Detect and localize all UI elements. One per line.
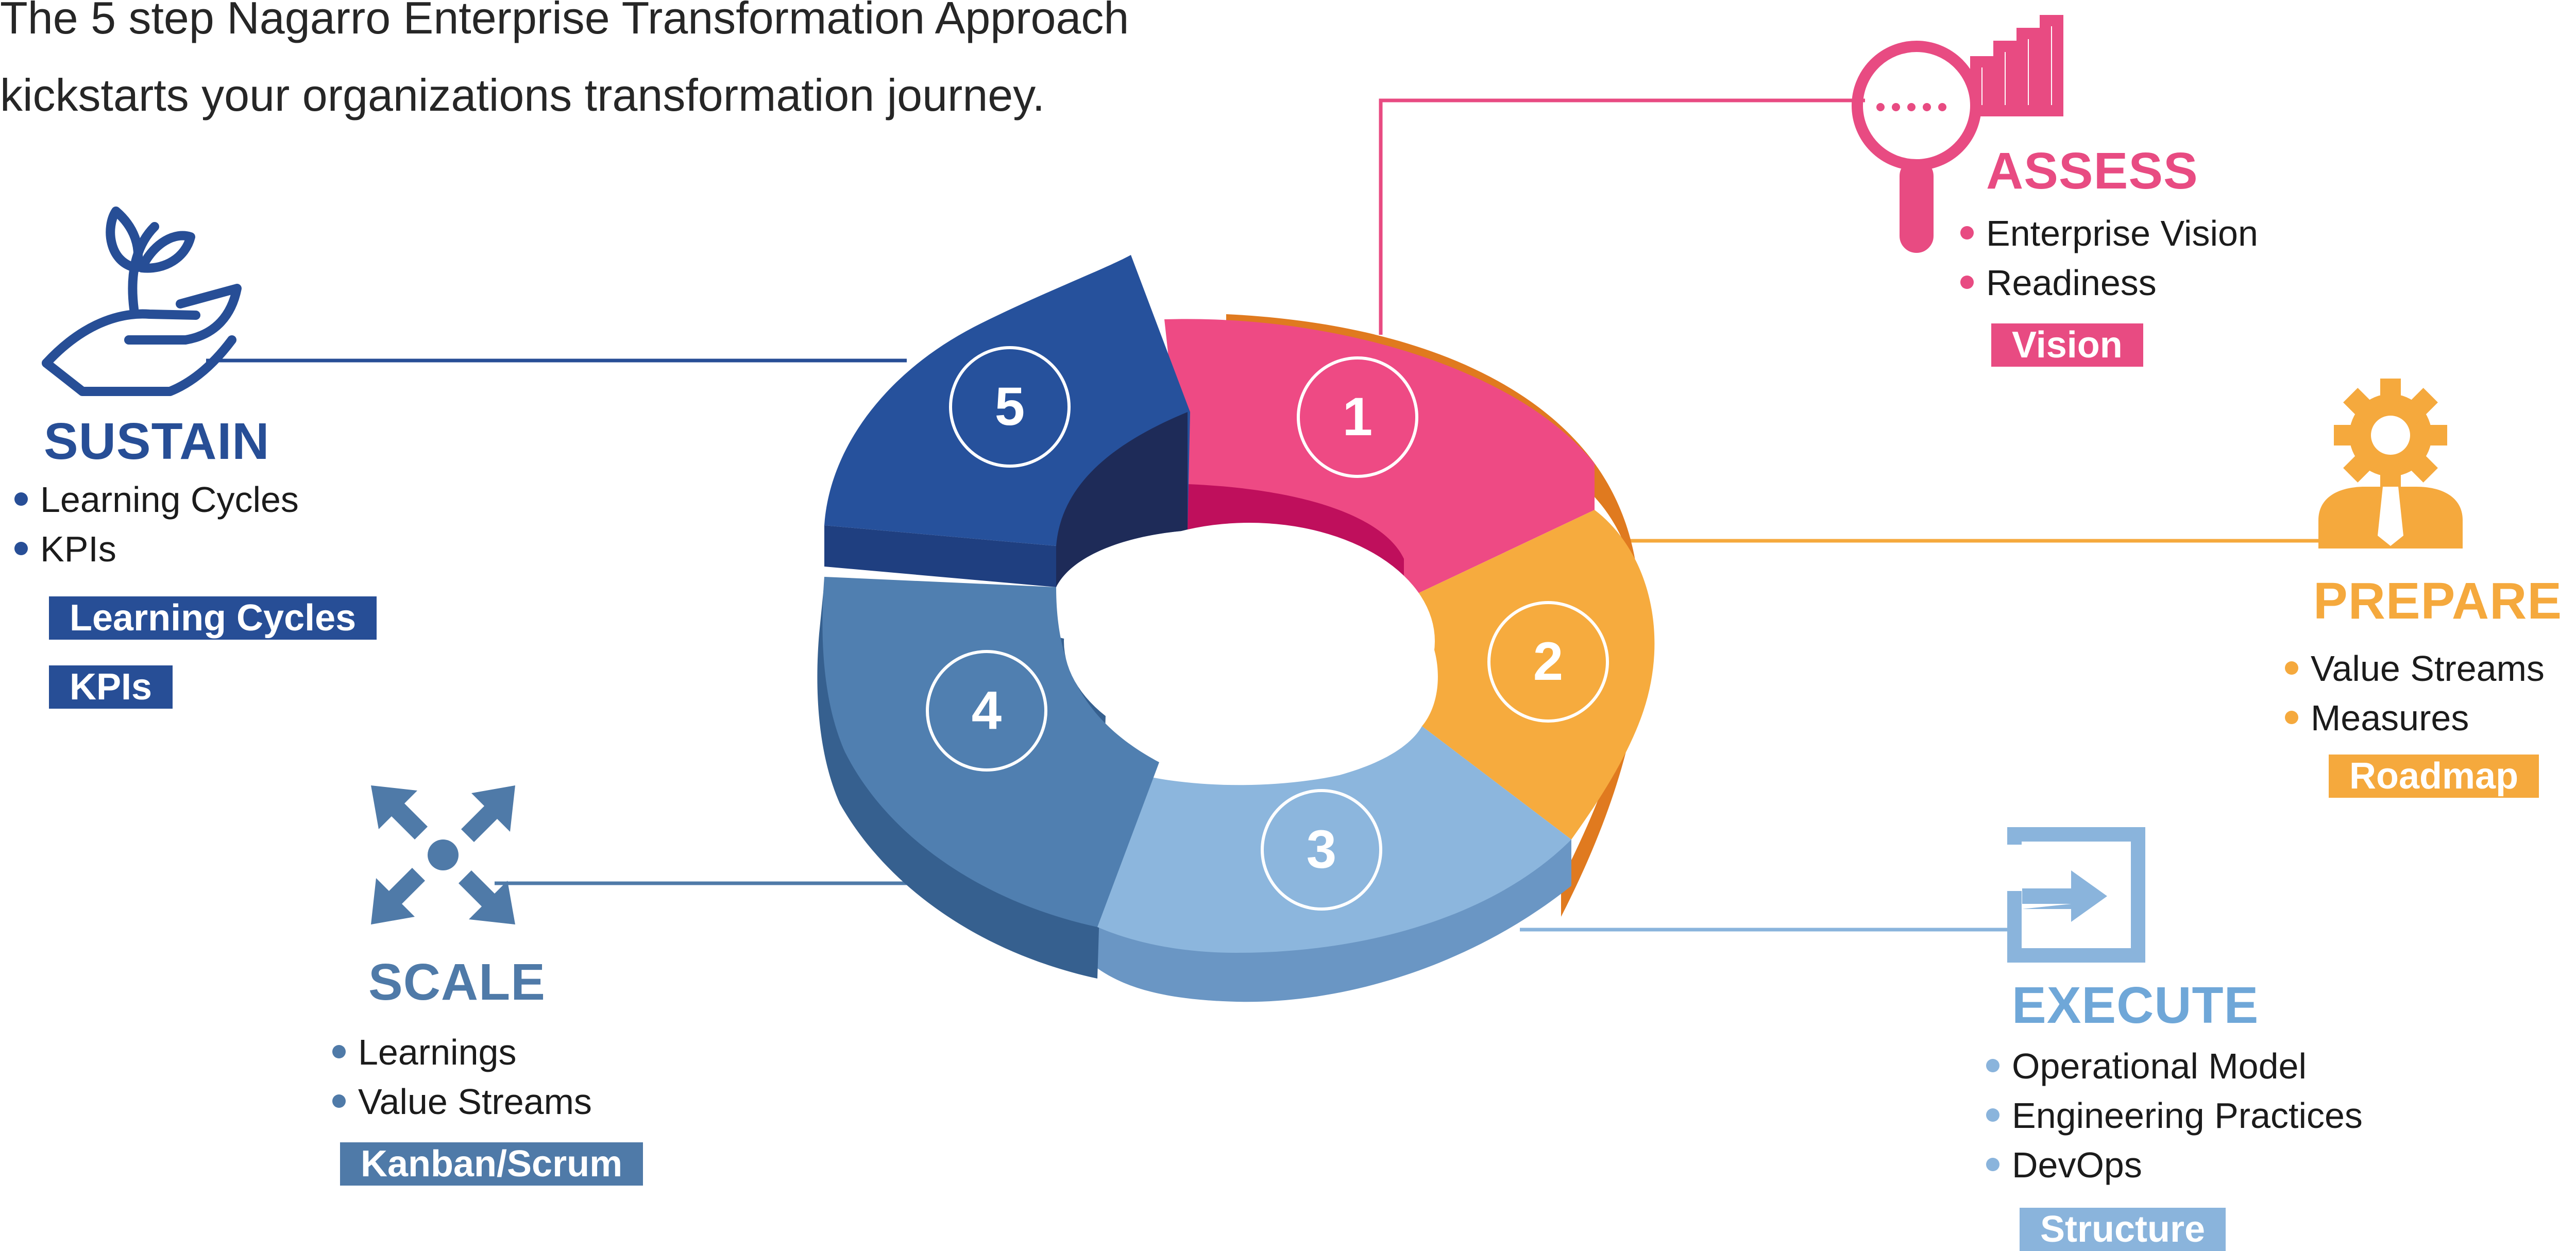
sustain-bullets: Learning Cycles KPIs bbox=[14, 475, 299, 574]
prepare-bullet: Value Streams bbox=[2285, 644, 2545, 693]
ring-number-circles bbox=[926, 346, 1609, 911]
prepare-bullet: Measures bbox=[2285, 693, 2545, 743]
assess-title: ASSESS bbox=[1986, 142, 2198, 200]
intro-line-2: kickstarts your organizations transforma… bbox=[0, 70, 1045, 121]
magnifier-dots bbox=[1876, 103, 1946, 111]
scale-bullet: Value Streams bbox=[332, 1077, 592, 1126]
scale-tag-kanban: Kanban/Scrum bbox=[340, 1142, 643, 1186]
assess-block: ASSESS bbox=[1986, 142, 2198, 201]
ring-number-5: 5 bbox=[994, 376, 1025, 437]
ring-center-hole bbox=[1064, 523, 1435, 760]
execute-bullet: DevOps bbox=[1986, 1140, 2363, 1190]
person-tie bbox=[2378, 487, 2403, 546]
ring-number-4: 4 bbox=[971, 680, 1002, 741]
execute-title: EXECUTE bbox=[2012, 976, 2259, 1034]
execute-tag-structure: Structure bbox=[2020, 1208, 2226, 1251]
sustain-bullet: KPIs bbox=[14, 524, 299, 574]
expand-arrows-icon bbox=[371, 785, 515, 924]
intro-line-1: The 5 step Nagarro Enterprise Transforma… bbox=[0, 0, 1129, 43]
enter-arrow-icon bbox=[2007, 827, 2145, 963]
ring-number-2: 2 bbox=[1533, 631, 1564, 692]
prepare-title: PREPARE bbox=[2313, 572, 2563, 630]
execute-bullets: Operational Model Engineering Practices … bbox=[1986, 1041, 2363, 1190]
ring-number-1: 1 bbox=[1342, 387, 1373, 447]
prepare-bullets: Value Streams Measures bbox=[2285, 644, 2545, 743]
assess-bullet: Readiness bbox=[1960, 258, 2258, 307]
ring-slice-2 bbox=[1404, 510, 1655, 839]
hand-plant-icon bbox=[42, 207, 242, 396]
sustain-tag-kpis: KPIs bbox=[49, 665, 173, 709]
ring-slice-5-inner bbox=[1056, 412, 1188, 587]
assess-bullets: Enterprise Vision Readiness bbox=[1960, 209, 2258, 307]
gear-center bbox=[2371, 416, 2410, 455]
scale-bullets: Learnings Value Streams bbox=[332, 1027, 592, 1126]
scale-title: SCALE bbox=[368, 953, 546, 1011]
assess-bullet: Enterprise Vision bbox=[1960, 209, 2258, 258]
execute-bullet: Engineering Practices bbox=[1986, 1091, 2363, 1140]
ring-number-3: 3 bbox=[1306, 819, 1337, 880]
ring-slice-3 bbox=[1097, 726, 1571, 953]
execute-bullet: Operational Model bbox=[1986, 1041, 2363, 1091]
scale-bullet: Learnings bbox=[332, 1027, 592, 1077]
intro-text: The 5 step Nagarro Enterprise Transforma… bbox=[0, 0, 1129, 134]
ring-slice-1-inner bbox=[1188, 484, 1404, 600]
prepare-tag-roadmap: Roadmap bbox=[2329, 755, 2539, 798]
assess-tag-vision: Vision bbox=[1991, 323, 2143, 367]
ring-slice-4 bbox=[822, 577, 1159, 927]
magnifier-chart-icon bbox=[1852, 15, 2063, 253]
sustain-tag-learning-cycles: Learning Cycles bbox=[49, 596, 377, 640]
sustain-bullet: Learning Cycles bbox=[14, 475, 299, 524]
connector-assess bbox=[1379, 98, 1865, 335]
sustain-title: SUSTAIN bbox=[44, 413, 270, 470]
